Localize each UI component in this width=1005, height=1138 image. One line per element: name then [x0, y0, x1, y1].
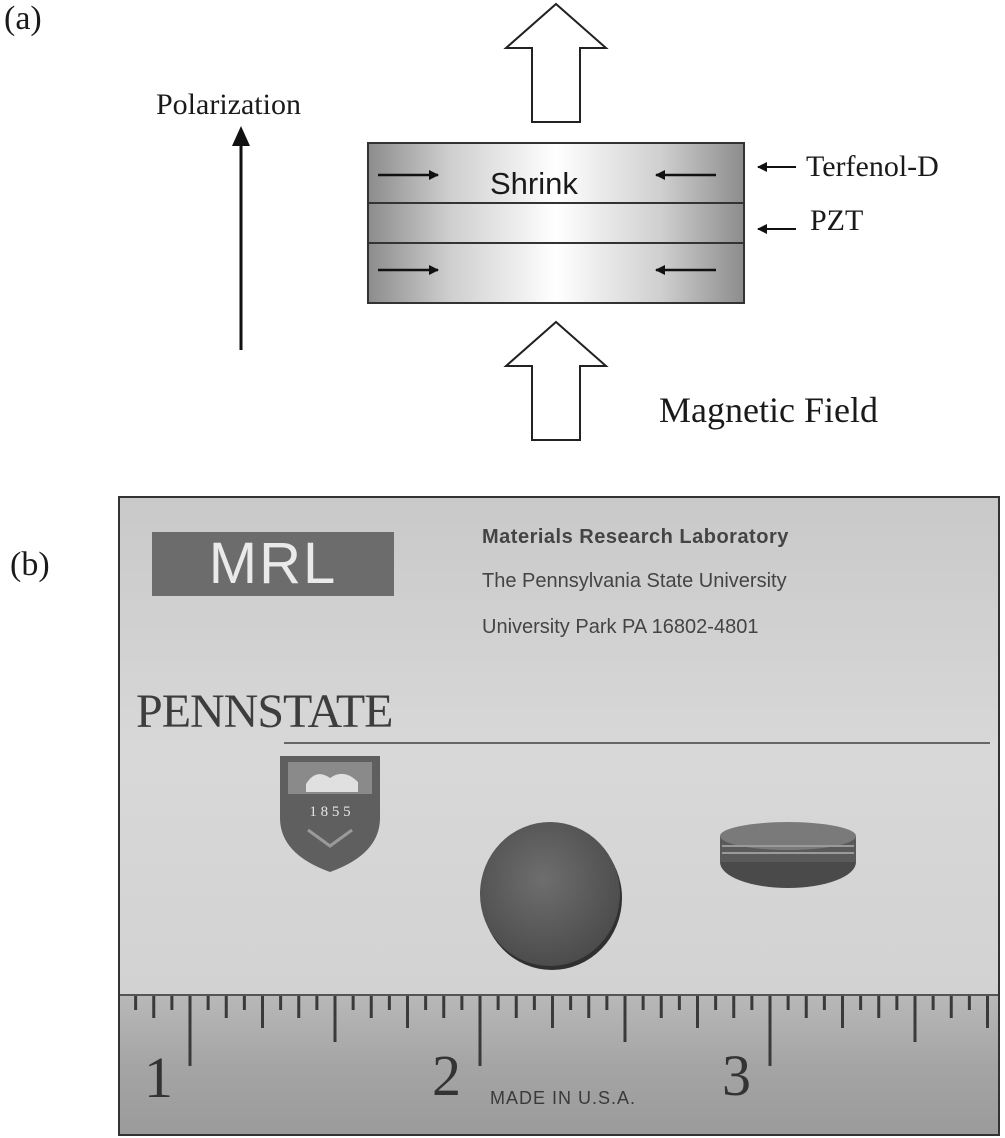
card-line-1: Materials Research Laboratory [482, 526, 789, 548]
sample-disk-flat [480, 822, 622, 970]
terfenol-label: Terfenol-D [806, 150, 939, 183]
pennstate-shield-icon: 1 8 5 5 [280, 756, 380, 872]
card-line-2: The Pennsylvania State University [482, 570, 787, 592]
card-divider [284, 742, 990, 744]
pzt-label: PZT [810, 204, 864, 237]
shrink-label: Shrink [490, 166, 578, 201]
sample-disk-laminate [720, 822, 856, 888]
pzt-layer [367, 202, 745, 244]
layer-diagram [232, 2, 796, 441]
sample-photo: MRL Materials Research Laboratory The Pe… [118, 496, 1000, 1136]
terfenol-layer-bottom [367, 242, 745, 304]
output-arrow-icon [503, 2, 609, 123]
ruler-imprint: MADE IN U.S.A. [490, 1088, 637, 1108]
polarization-label: Polarization [156, 88, 301, 121]
panel-a-label: (a) [4, 0, 42, 37]
pennstate-wordmark: PENNSTATE [136, 685, 393, 738]
magnetic-field-arrow-icon [503, 320, 609, 441]
panel-b-label: (b) [10, 546, 50, 583]
ruler-number-1: 1 [144, 1045, 173, 1110]
ruler-number-2: 2 [432, 1043, 461, 1108]
mrl-logo: MRL [152, 532, 394, 596]
card-line-3: University Park PA 16802-4801 [482, 616, 759, 638]
magnetic-field-label: Magnetic Field [659, 390, 878, 430]
ruler [120, 994, 998, 1134]
ruler-ticks [134, 996, 989, 1066]
ruler-number-3: 3 [722, 1043, 751, 1108]
shield-year: 1 8 5 5 [309, 804, 350, 820]
